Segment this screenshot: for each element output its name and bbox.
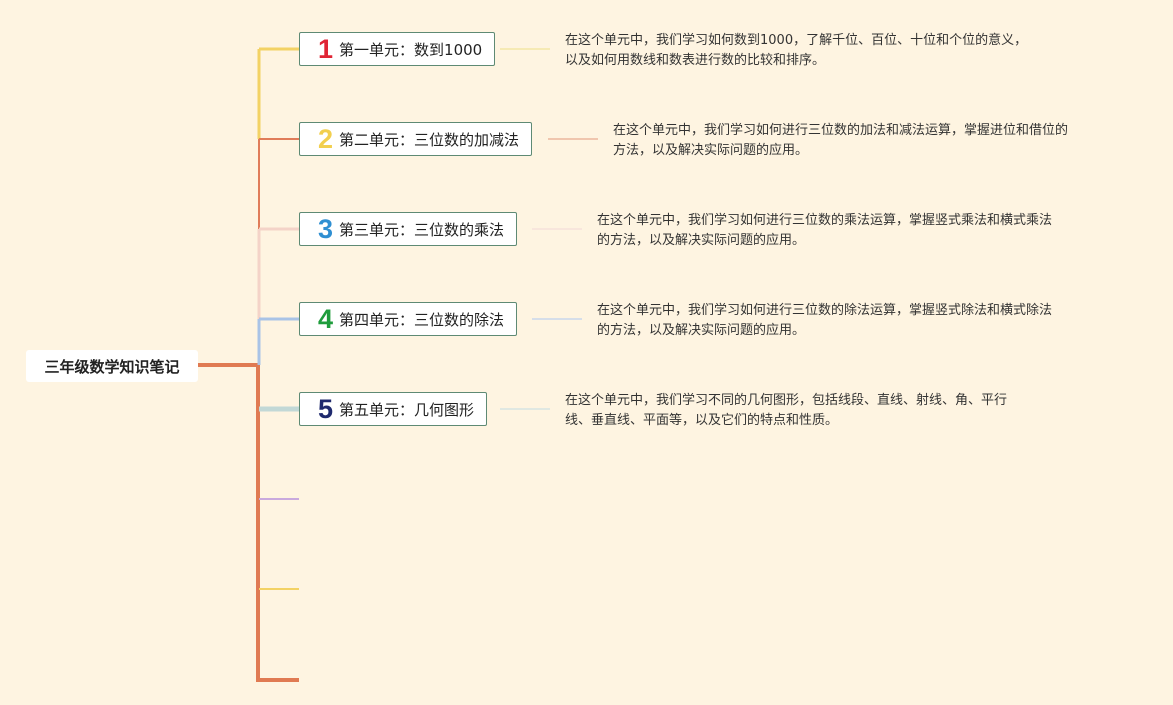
- number-3-icon: 3: [318, 213, 334, 244]
- description-line: 的方法，以及解决实际问题的应用。: [597, 233, 806, 248]
- description-line: 以及如何用数线和数表进行数的比较和排序。: [565, 53, 826, 68]
- unit-description-3: 在这个单元中，我们学习如何进行三位数的乘法运算，掌握竖式乘法和横式乘法 的方法，…: [597, 211, 1052, 251]
- unit-description-5: 在这个单元中，我们学习不同的几何图形，包括线段、直线、射线、角、平行 线、垂直线…: [565, 391, 1007, 431]
- unit-node-5[interactable]: 5 第五单元：几何图形: [299, 392, 488, 426]
- unit-description-4: 在这个单元中，我们学习如何进行三位数的除法运算，掌握竖式除法和横式除法 的方法，…: [597, 301, 1052, 341]
- description-line: 在这个单元中，我们学习不同的几何图形，包括线段、直线、射线、角、平行: [565, 393, 1008, 408]
- unit-title-5: 第五单元：几何图形: [339, 400, 475, 419]
- description-line: 在这个单元中，我们学习如何进行三位数的乘法运算，掌握竖式乘法和横式乘法: [597, 213, 1053, 228]
- unit-title-1: 第一单元：数到1000: [339, 40, 483, 59]
- description-line: 在这个单元中，我们学习如何进行三位数的加法和减法运算，掌握进位和借位的: [613, 123, 1069, 138]
- unit-node-4[interactable]: 4 第四单元：三位数的除法: [299, 302, 518, 336]
- number-5-icon: 5: [318, 393, 334, 424]
- root-node[interactable]: 三年级数学知识笔记: [26, 350, 198, 382]
- number-1-icon: 1: [318, 33, 334, 64]
- root-connector: [198, 363, 299, 682]
- description-line: 线、垂直线、平面等，以及它们的特点和性质。: [565, 413, 839, 428]
- unit-title-3: 第三单元：三位数的乘法: [339, 220, 505, 239]
- unit-node-3[interactable]: 3 第三单元：三位数的乘法: [299, 212, 518, 246]
- description-line: 在这个单元中，我们学习如何数到1000，了解千位、百位、十位和个位的意义，: [565, 33, 1028, 48]
- description-line: 的方法，以及解决实际问题的应用。: [597, 323, 806, 338]
- unit-node-1[interactable]: 1 第一单元：数到1000: [299, 32, 496, 66]
- unit-title-4: 第四单元：三位数的除法: [339, 310, 505, 329]
- root-title: 三年级数学知识笔记: [44, 357, 180, 376]
- number-2-icon: 2: [318, 123, 334, 154]
- description-line: 方法，以及解决实际问题的应用。: [613, 143, 809, 158]
- number-4-icon: 4: [318, 303, 334, 334]
- unit-node-2[interactable]: 2 第二单元：三位数的加减法: [299, 122, 533, 156]
- description-line: 在这个单元中，我们学习如何进行三位数的除法运算，掌握竖式除法和横式除法: [597, 303, 1053, 318]
- unit-description-2: 在这个单元中，我们学习如何进行三位数的加法和减法运算，掌握进位和借位的 方法，以…: [613, 121, 1068, 161]
- unit-description-1: 在这个单元中，我们学习如何数到1000，了解千位、百位、十位和个位的意义， 以及…: [565, 31, 1027, 71]
- unit-title-2: 第二单元：三位数的加减法: [339, 130, 520, 149]
